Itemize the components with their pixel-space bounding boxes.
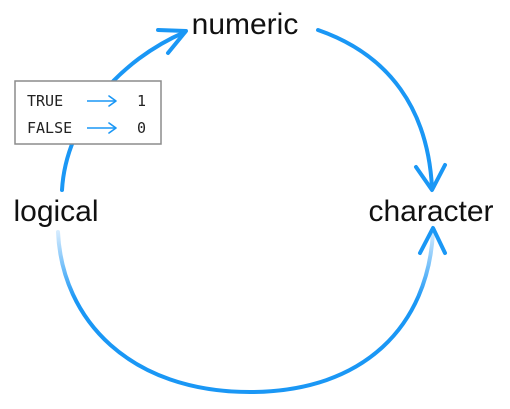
arrowhead-character-top [414, 163, 447, 192]
legend-box [14, 80, 162, 145]
node-numeric: numeric [192, 8, 299, 41]
arrowhead-character-bottom [418, 226, 447, 255]
arrow-logical-to-character [56, 230, 435, 395]
legend-from-false: FALSE [27, 119, 72, 137]
legend-arrowhead-true [108, 95, 117, 107]
node-logical: logical [13, 195, 98, 228]
legend-to-zero: 0 [137, 119, 146, 137]
arrow-numeric-to-character [316, 28, 434, 190]
legend-to-one: 1 [137, 92, 146, 110]
legend-arrowhead-false [108, 122, 117, 134]
coercion-legend: TRUE 1 FALSE 0 [14, 80, 162, 145]
node-character: character [368, 195, 493, 228]
arrowhead-numeric [156, 28, 188, 55]
legend-from-true: TRUE [27, 92, 63, 110]
